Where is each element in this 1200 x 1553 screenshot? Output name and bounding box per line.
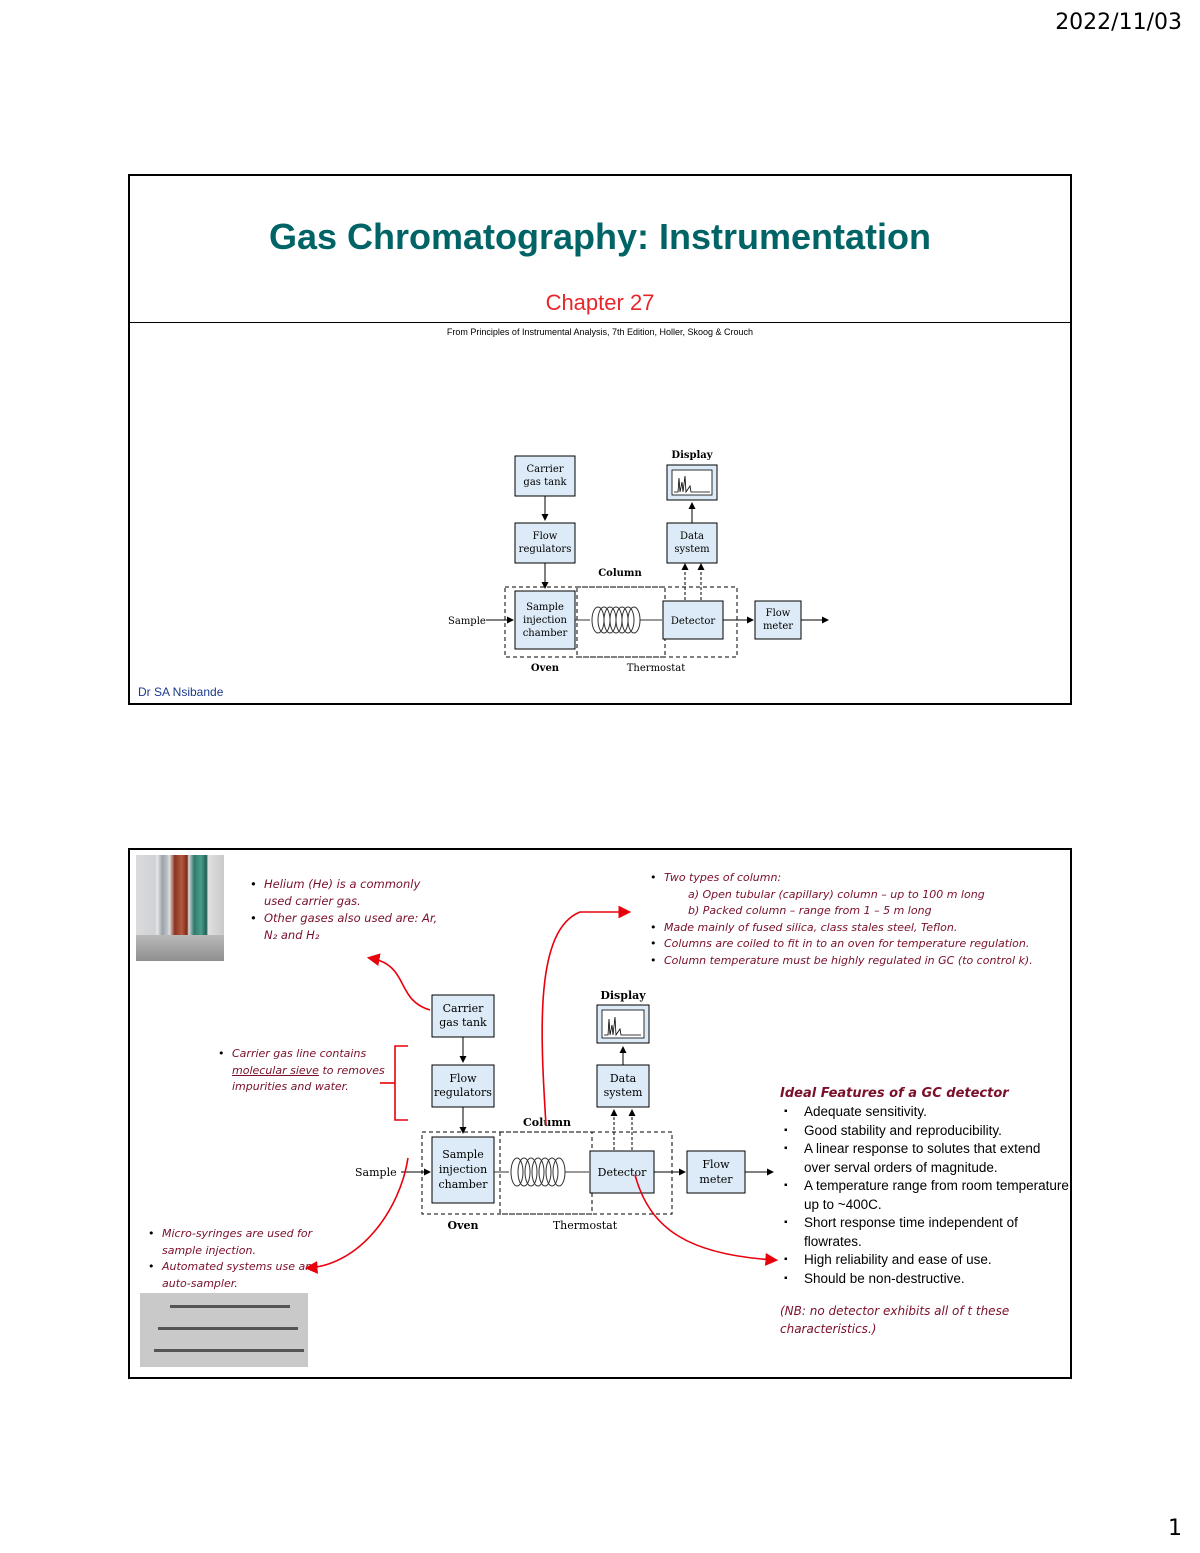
thermostat-label: Thermostat: [553, 1219, 618, 1232]
thermostat-outline: [576, 586, 738, 658]
detector-box: [589, 1150, 655, 1194]
print-date: 2022/11/03: [1055, 10, 1182, 35]
flow-label: Flow: [533, 531, 558, 542]
injection-notes: Micro-syringes are used for sample injec…: [146, 1226, 316, 1292]
sample-label: Sample: [355, 1166, 397, 1179]
data-system-box: [666, 522, 718, 564]
column-coil: [575, 606, 662, 634]
flow-label: Flow: [449, 1072, 477, 1085]
sample-injection-box: [431, 1136, 495, 1204]
arrow-carrier: [366, 953, 431, 1011]
column-label: Column: [598, 568, 642, 579]
line-note-text: to removes impurities and water.: [232, 1063, 385, 1094]
carrier-label: Carrier: [526, 464, 563, 475]
detector-feature: Should be non-destructive.: [784, 1270, 1070, 1289]
oven-label: Oven: [448, 1219, 479, 1232]
column-type: a) Open tubular (capillary) column – up …: [688, 887, 985, 901]
column-note: Made mainly of fused silica, class stale…: [650, 920, 1058, 937]
sample-chamber-label: injection: [439, 1163, 487, 1176]
data-system-label: Data: [610, 1072, 637, 1085]
data-system-label: Data: [680, 531, 704, 542]
sample-label: Sample: [448, 616, 486, 627]
detector-features: Ideal Features of a GC detector Adequate…: [780, 1086, 1070, 1338]
flow-meter-box: [686, 1150, 746, 1194]
data-system-box: [596, 1064, 650, 1108]
carrier-gas-tank-box: [514, 455, 576, 497]
arrow-detector: [634, 1174, 779, 1266]
gas-cylinders-photo: [136, 855, 224, 961]
data-system-label: system: [604, 1086, 643, 1099]
slide-title: Gas Chromatography: Instrumentation: [268, 216, 932, 257]
column-type: b) Packed column – range from 1 – 5 m lo…: [688, 904, 932, 917]
sample-chamber-label: chamber: [523, 628, 568, 639]
display-label: Display: [600, 989, 646, 1002]
sample-chamber-label: Sample: [442, 1148, 484, 1161]
line-note-text: Carrier gas line contains: [232, 1047, 367, 1060]
flow-meter-label: Flow: [702, 1158, 730, 1171]
arrow-column: [541, 905, 632, 1126]
detector-feature: High reliability and ease of use.: [784, 1251, 1070, 1270]
flow-meter-label: meter: [699, 1173, 733, 1186]
sample-chamber-label: chamber: [438, 1178, 488, 1191]
syringes-photo: [140, 1293, 308, 1367]
injection-note: Micro-syringes are used for sample injec…: [148, 1226, 316, 1259]
page-number: 1: [1168, 1516, 1182, 1541]
author: Dr SA Nsibande: [138, 685, 224, 699]
line-note-underlined: molecular sieve: [232, 1063, 319, 1077]
slide-subtitle: Chapter 27: [545, 290, 655, 315]
bracket-carrier-line: [394, 1045, 408, 1121]
data-system-label: system: [674, 544, 710, 555]
gc-block-diagram: Carrier gas tank Flow regulators Sample …: [448, 450, 829, 674]
thermostat-outline: [499, 1131, 673, 1215]
column-intro: Two types of column:: [650, 870, 1058, 887]
detector-features-title: Ideal Features of a GC detector: [780, 1086, 1009, 1101]
detector-nb: (NB: no detector exhibits all of t these…: [780, 1304, 1010, 1336]
detector-feature: A linear response to solutes that extend…: [784, 1140, 1070, 1177]
carrier-label: gas tank: [523, 477, 567, 488]
carrier-label: gas tank: [439, 1016, 487, 1029]
annotation-arrows: [304, 905, 779, 1274]
chromatogram-trace: [604, 1016, 641, 1037]
sample-chamber-label: injection: [523, 615, 567, 626]
carrier-note: Helium (He) is a commonly used carrier g…: [250, 876, 448, 910]
flow-regulators-box: [431, 1064, 495, 1108]
column-label: Column: [523, 1116, 571, 1129]
flow-meter-label: meter: [763, 621, 793, 632]
carrier-gas-notes: Helium (He) is a commonly used carrier g…: [248, 876, 448, 944]
flow-meter-box: [754, 600, 802, 640]
detector-feature: Short response time independent of flowr…: [784, 1214, 1070, 1251]
thermostat-label: Thermostat: [627, 663, 685, 674]
sample-chamber-label: Sample: [526, 602, 564, 613]
column-note: Columns are coiled to fit in to an oven …: [650, 936, 1058, 953]
flow-label: regulators: [519, 544, 572, 555]
flow-regulators-box: [514, 522, 576, 564]
carrier-line-note: Carrier gas line contains molecular siev…: [216, 1046, 396, 1096]
flow-label: regulators: [434, 1086, 492, 1099]
sample-injection-box: [514, 590, 576, 650]
detector-feature: Adequate sensitivity.: [784, 1103, 1070, 1122]
carrier-note: Other gases also used are: Ar, N₂ and H₂: [250, 910, 448, 944]
display-label: Display: [671, 450, 713, 461]
slide-2: Helium (He) is a commonly used carrier g…: [128, 848, 1072, 1379]
column-notes: Two types of column: a) Open tubular (ca…: [648, 870, 1058, 969]
detector-label: Detector: [671, 616, 716, 627]
column-coil: [494, 1157, 589, 1187]
injection-note: Automated systems use an auto-sampler.: [148, 1259, 316, 1292]
arrow-injection: [304, 1157, 409, 1274]
carrier-label: Carrier: [443, 1002, 485, 1015]
gc-block-diagram-annotated: Carrier gas tank Flow regulators Sample …: [355, 989, 774, 1232]
chromatogram-trace: [674, 475, 710, 494]
citation: From Principles of Instrumental Analysis…: [446, 327, 754, 337]
oven-label: Oven: [531, 663, 560, 674]
flow-meter-label: Flow: [766, 608, 791, 619]
detector-feature: A temperature range from room temperatur…: [784, 1177, 1070, 1214]
slide-1: Gas Chromatography: Instrumentation Chap…: [128, 174, 1072, 705]
column-note: Column temperature must be highly regula…: [650, 953, 1058, 970]
detector-feature: Good stability and reproducibility.: [784, 1122, 1070, 1141]
title-divider: [130, 322, 1070, 323]
